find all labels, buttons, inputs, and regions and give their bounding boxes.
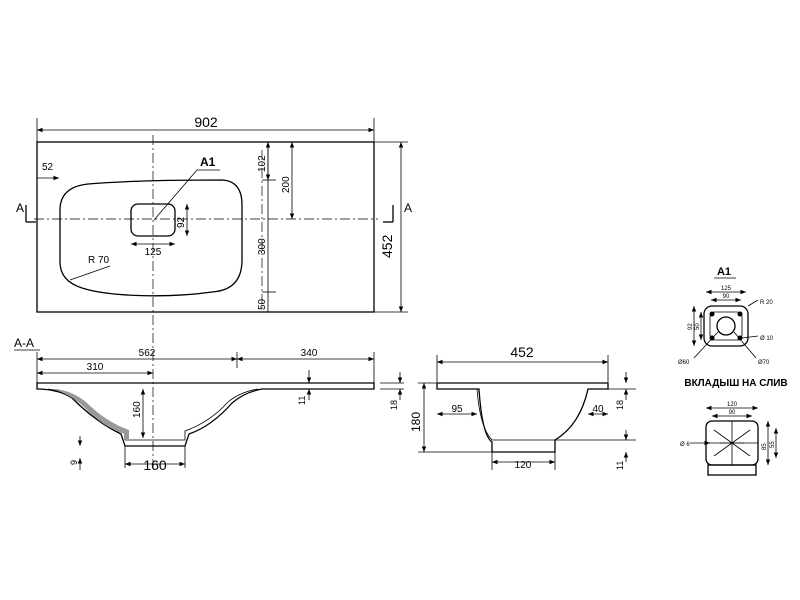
dim-11: 11 bbox=[297, 396, 307, 405]
dim-18: 18 bbox=[389, 400, 399, 410]
basin-section-profile bbox=[36, 382, 375, 447]
insert-base bbox=[707, 464, 757, 476]
detail-drain-plate bbox=[703, 305, 749, 347]
dim-depth-160: 160 bbox=[132, 401, 143, 418]
countertop-outline bbox=[36, 141, 375, 313]
section-marker-right: A bbox=[404, 201, 412, 215]
dim-120: 120 bbox=[515, 460, 532, 471]
insert-dim-55: 55 bbox=[770, 441, 776, 448]
side-profile bbox=[436, 382, 609, 453]
side-view: 452 95 40 180 18 120 11 bbox=[409, 344, 636, 471]
dim-102: 102 bbox=[257, 155, 268, 172]
dim-340: 340 bbox=[301, 348, 318, 359]
dim-drain-height: 92 bbox=[176, 216, 187, 228]
dim-drain-width: 125 bbox=[145, 247, 162, 258]
dim-height-180: 180 bbox=[409, 412, 423, 432]
detail-dim-d10: Ø 10 bbox=[760, 336, 774, 342]
detail-dim-125: 125 bbox=[721, 286, 732, 292]
detail-dim-d60: Ø60 bbox=[678, 360, 690, 366]
detail-dim-90: 90 bbox=[723, 294, 730, 300]
dim-95: 95 bbox=[451, 404, 463, 415]
dim-9: 9 bbox=[69, 460, 79, 465]
insert-title: ВКЛАДЫШ НА СЛИВ bbox=[684, 378, 787, 389]
insert-dim-85: 85 bbox=[762, 443, 768, 450]
dim-depth: 452 bbox=[379, 234, 395, 258]
dim-width: 902 bbox=[194, 114, 218, 130]
detail-drain-hole bbox=[716, 316, 736, 336]
top-view: 902 452 52 102 300 50 200 125 92 R 70 A1 bbox=[16, 114, 412, 470]
insert-dim-d6: Ø 6 bbox=[680, 442, 690, 448]
dim-200: 200 bbox=[281, 176, 292, 193]
insert-dim-90: 90 bbox=[729, 410, 736, 416]
detail-dim-50: 50 bbox=[695, 323, 701, 330]
dim-drain-160: 160 bbox=[143, 457, 167, 473]
dim-side-11: 11 bbox=[615, 461, 625, 470]
dim-side-width: 452 bbox=[510, 344, 534, 360]
section-aa-view: A-A 562 340 310 160 160 9 11 bbox=[14, 336, 404, 473]
detail-a1: A1 125 90 R 20 92 50 Ø 10 Ø60 Ø70 bbox=[678, 266, 774, 366]
dim-310: 310 bbox=[87, 362, 104, 373]
detail-dim-92: 92 bbox=[688, 323, 694, 330]
detail-dim-r20: R 20 bbox=[760, 300, 773, 306]
dim-50: 50 bbox=[257, 298, 268, 310]
drain-insert-detail: ВКЛАДЫШ НА СЛИВ 120 90 Ø 6 85 55 bbox=[680, 378, 788, 476]
insert-dim-120: 120 bbox=[727, 402, 738, 408]
dim-300: 300 bbox=[257, 238, 268, 255]
detail-dim-d70: Ø70 bbox=[758, 360, 770, 366]
dim-562: 562 bbox=[139, 348, 156, 359]
dim-40: 40 bbox=[592, 404, 604, 415]
radius-label: R 70 bbox=[88, 255, 110, 266]
detail-a1-title: A1 bbox=[717, 266, 731, 278]
section-label: A-A bbox=[14, 336, 34, 350]
dim-side-18: 18 bbox=[615, 400, 625, 410]
detail-ref-a1: A1 bbox=[200, 155, 216, 169]
basin-outline bbox=[59, 179, 243, 297]
dim-edge-offset: 52 bbox=[42, 162, 54, 173]
section-marker-left: A bbox=[16, 201, 24, 215]
